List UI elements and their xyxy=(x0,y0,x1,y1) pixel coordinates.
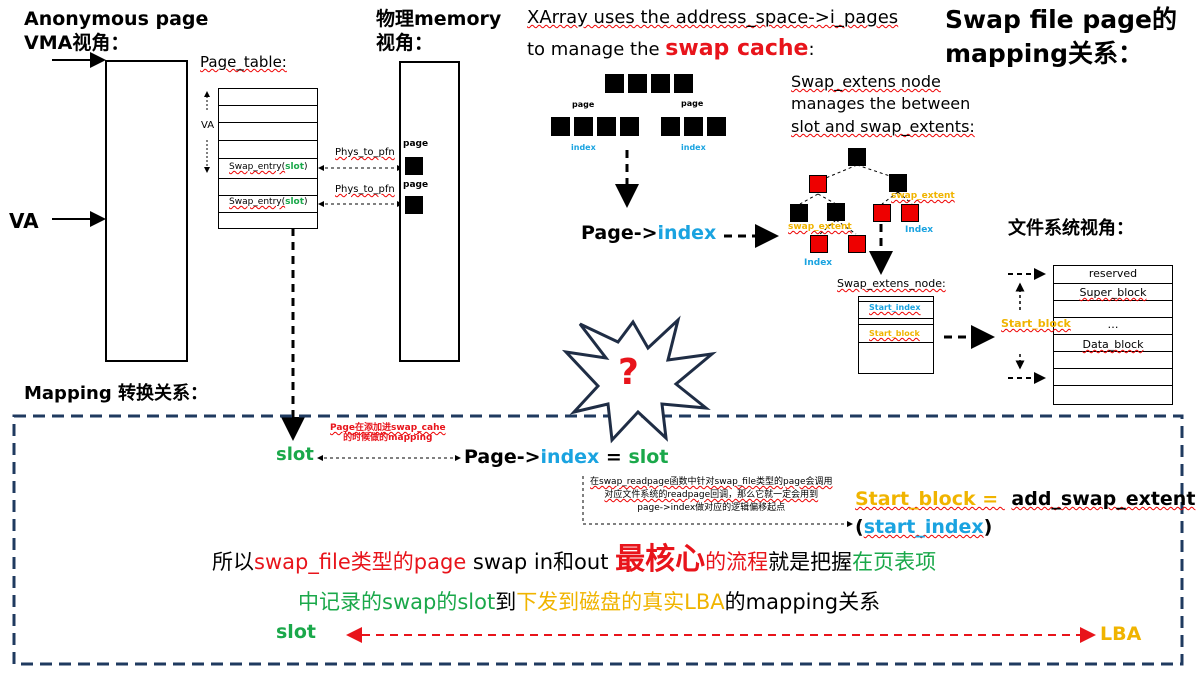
page-table-title: Page_table: xyxy=(200,53,287,71)
page-index-equation: Page->index = slot xyxy=(464,446,669,468)
extens-node-title: Swap_extens_node: xyxy=(837,277,946,290)
xarray-line2: to manage the swap cache: xyxy=(527,36,815,61)
index-label-1: Index xyxy=(905,225,934,235)
phys-page-2 xyxy=(405,196,423,214)
vma-box xyxy=(105,60,188,362)
pt-va-label: VA xyxy=(201,120,215,131)
xarray-page-a: page xyxy=(572,100,595,109)
mapping-frame xyxy=(12,414,1184,666)
phys-to-pfn-2: Phys_to_pfn xyxy=(335,184,395,195)
fs-row-ellipsis: … xyxy=(1107,318,1119,331)
start-block-field: Start_block xyxy=(869,329,920,338)
question-mark: ? xyxy=(618,352,639,393)
slot-bottom: slot xyxy=(276,621,316,643)
summary-line2: 中记录的swap的slot到下发到磁盘的真实LBA的mapping关系 xyxy=(298,590,881,614)
mapping-title: Mapping 转换关系： xyxy=(24,383,208,404)
lba-label: LBA xyxy=(1100,623,1142,645)
summary-line1: 所以swap_file类型的page swap in和out 最核心的流程就是把… xyxy=(212,542,937,577)
fs-title: 文件系统视角： xyxy=(1008,218,1134,239)
xarray-index-b: index xyxy=(681,143,706,152)
fs-row-data-block: Data_block xyxy=(1082,338,1144,351)
pt-entry-1: Swap_entry(slot) xyxy=(229,162,308,172)
extens-node-box xyxy=(858,296,934,374)
phys-page-1-label: page xyxy=(403,139,429,149)
fs-row-super-block: Super_block xyxy=(1079,286,1147,299)
phys-page-1 xyxy=(405,157,423,175)
start-block-equation: Start_block = add_swap_extent xyxy=(855,488,1196,510)
fs-row-reserved: reserved xyxy=(1088,267,1138,280)
fs-start-block: Start_block xyxy=(1001,317,1071,330)
swap-title-line2: mapping关系： xyxy=(945,39,1143,68)
phys-page-2-label: page xyxy=(403,180,429,190)
phys-title-line1: 物理memory xyxy=(376,8,502,30)
readpage-note: 在swap_readpage函数中针对swap_file类型的page会调用 对… xyxy=(590,477,833,514)
vma-title-line1: Anonymous page xyxy=(24,8,209,30)
page-index-label: Page->index xyxy=(581,222,717,244)
phys-title-line2: 视角： xyxy=(376,32,434,54)
xarray-page-b: page xyxy=(681,99,704,108)
swap-extent-label-2: swap_extent xyxy=(788,222,852,232)
start-index-arg: (start_index) xyxy=(855,516,993,538)
mapping-note: Page在添加进swap_cahe 的时候做的mapping xyxy=(330,423,446,444)
question-burst xyxy=(561,315,717,444)
page-table-box xyxy=(218,88,318,229)
extents-desc: Swap_extens node manages the between slo… xyxy=(791,72,975,136)
vma-title-line2: VMA视角： xyxy=(24,32,130,54)
va-label: VA xyxy=(9,209,39,233)
swap-extent-label-1: swap_extent xyxy=(891,191,955,201)
phys-to-pfn-1: Phys_to_pfn xyxy=(335,147,395,158)
swap-title-line1: Swap file page的 xyxy=(945,5,1177,34)
index-label-2: Index xyxy=(804,258,833,268)
xarray-line1: XArray uses the address_space->i_pages xyxy=(527,7,899,28)
start-index-field: Start_index xyxy=(869,303,921,312)
slot-left: slot xyxy=(276,444,314,465)
fs-box xyxy=(1053,265,1173,405)
pt-entry-2: Swap_entry(slot) xyxy=(229,197,308,207)
xarray-index-a: index xyxy=(571,143,596,152)
